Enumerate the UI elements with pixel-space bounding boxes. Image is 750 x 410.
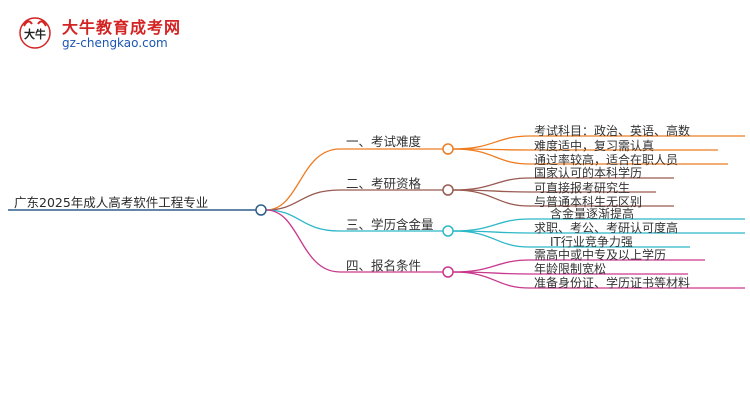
leaf-connector-4-3 xyxy=(452,271,531,289)
bull-logo-icon: 大牛 xyxy=(19,17,51,49)
leaf-connector-3-3 xyxy=(452,230,531,248)
branch-label-2: 二、考研资格 xyxy=(346,176,422,191)
leaf-1-1: 考试科目：政治、英语、高数 xyxy=(534,124,691,138)
branch-toggle-2[interactable] xyxy=(442,184,454,196)
branch-toggle-1[interactable] xyxy=(442,143,454,155)
branch-label-1: 一、考试难度 xyxy=(346,134,422,149)
leaf-3-3: IT行业竞争力强 xyxy=(550,235,633,249)
leaf-1-3: 通过率较高，适合在职人员 xyxy=(534,153,679,167)
branch-label-3: 三、学历含金量 xyxy=(346,217,434,232)
root-toggle[interactable] xyxy=(255,204,267,216)
leaf-connector-4-1 xyxy=(452,259,531,273)
leaf-connector-1-3 xyxy=(452,148,531,165)
logo-url: gz-chengkao.com xyxy=(62,36,168,50)
leaf-4-2: 年龄限制宽松 xyxy=(534,262,607,276)
leaf-4-1: 需高中或中专及以上学历 xyxy=(534,248,667,262)
branch-connector-3 xyxy=(265,209,341,232)
leaf-1-2: 难度适中，复习需认真 xyxy=(534,139,655,153)
leaf-3-2: 求职、考公、考研认可度高 xyxy=(534,221,679,235)
branch-toggle-4[interactable] xyxy=(442,266,454,278)
leaf-2-3: 与普通本科生无区别 xyxy=(534,195,643,209)
site-logo[interactable]: 大牛 大牛教育成考网 gz-chengkao.com xyxy=(18,12,228,56)
branch-connector-1 xyxy=(265,148,341,211)
leaf-3-1: 含金量逐渐提高 xyxy=(550,207,635,221)
leaf-connector-2-3 xyxy=(452,189,531,207)
leaf-connector-3-1 xyxy=(452,218,531,232)
branch-toggle-3[interactable] xyxy=(442,225,454,237)
branch-label-4: 四、报名条件 xyxy=(346,258,422,273)
branch-connector-4 xyxy=(265,209,341,273)
logo-mark-text: 大牛 xyxy=(24,27,46,41)
leaf-2-2: 可直接报考研究生 xyxy=(534,181,631,195)
leaf-2-1: 国家认可的本科学历 xyxy=(534,166,643,180)
logo-title: 大牛教育成考网 xyxy=(62,18,182,37)
root-node-label: 广东2025年成人高考软件工程专业 xyxy=(14,195,209,210)
leaf-connector-2-1 xyxy=(452,177,531,191)
leaf-4-3: 准备身份证、学历证书等材料 xyxy=(534,276,691,290)
branch-connector-2 xyxy=(265,189,341,211)
leaf-connector-1-1 xyxy=(452,135,531,150)
